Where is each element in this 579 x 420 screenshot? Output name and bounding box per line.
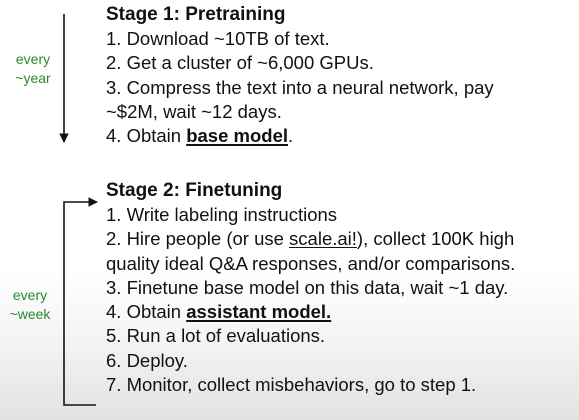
stage2-step-2: 2. Hire people (or use scale.ai!), colle… [106,227,515,251]
stage2-heading: Stage 2: Finetuning [106,180,283,201]
stage2-step-4: 4. Obtain assistant model. [106,300,515,324]
stage1-step-4-prefix: 4. Obtain [106,125,187,147]
stage2-step-6: 6. Deploy. [106,349,188,371]
base-model-term: base model [186,125,289,147]
stage2-frequency-label: every~week [0,286,60,324]
stage1-frequency-text: every~year [15,51,51,86]
assistant-model-term: assistant model. [186,301,332,323]
stage1-step-3-cont: ~$2M, wait ~12 days. [106,100,282,122]
stage2-loop-arrow [63,197,98,406]
stage2-step-2-prefix: 2. Hire people (or use [106,228,290,250]
stage2-step-5: 5. Run a lot of evaluations. [106,325,326,347]
stage2-step-7: 7. Monitor, collect misbehaviors, go to … [106,374,477,396]
stage2-step-3: 3. Finetune base model on this data, wai… [106,276,509,298]
stage1-frequency-label: every~year [3,50,63,88]
stage1-step-1: 1. Download ~10TB of text. [106,28,330,49]
stage2-step-2-cont: quality ideal Q&A responses, and/or comp… [106,252,516,274]
stage2-frequency-text: every~week [9,287,51,322]
stage2-block: Stage 2: Finetuning 1. Write labeling in… [106,179,515,397]
stage2-step-4-prefix: 4. Obtain [106,301,187,323]
stage1-heading: Stage 1: Pretraining [106,4,286,25]
scale-ai-link[interactable]: scale.ai! [289,228,357,250]
stage1-step-2: 2. Get a cluster of ~6,000 GPUs. [106,52,374,74]
stage1-step-4: 4. Obtain base model. [106,124,494,148]
stage1-step-4-suffix: . [288,125,294,147]
stage1-block: Stage 1: Pretraining 1. Download ~10TB o… [106,3,494,148]
stage2-step-1: 1. Write labeling instructions [106,204,338,225]
stage2-step-2-suffix: ), collect 100K high [356,228,515,250]
stage1-step-3: 3. Compress the text into a neural netwo… [106,76,494,98]
